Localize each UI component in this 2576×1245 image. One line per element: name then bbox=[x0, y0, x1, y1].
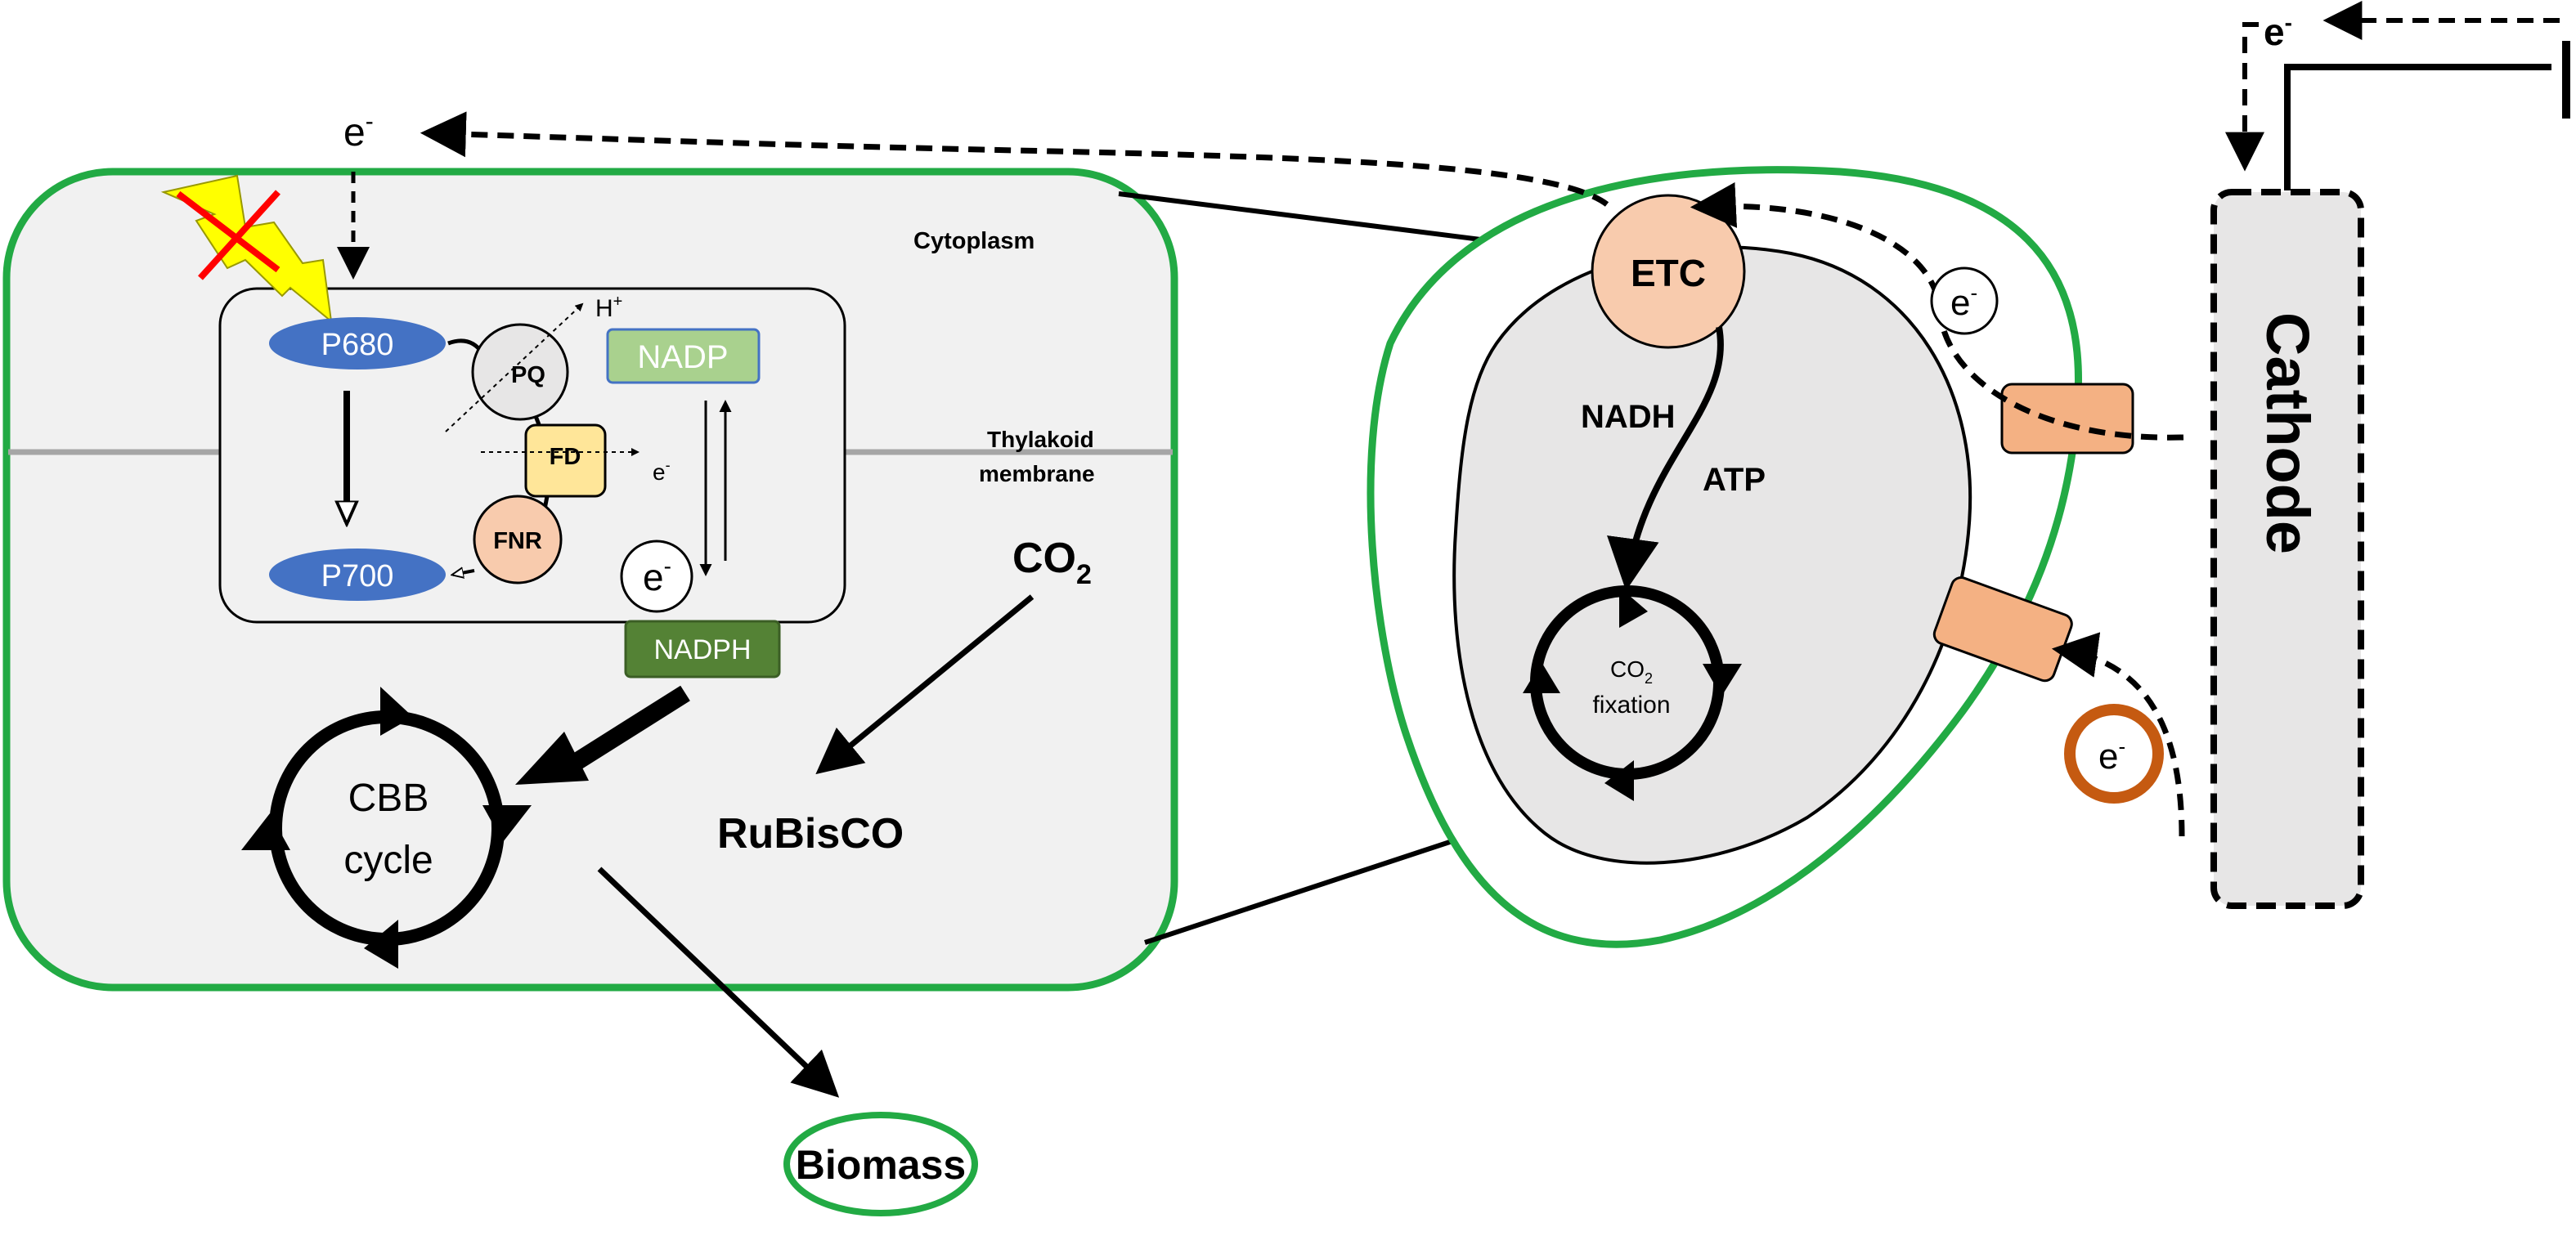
channel-top bbox=[2000, 383, 2134, 455]
etc-electron-out-path bbox=[420, 111, 1609, 207]
nadp-box bbox=[606, 328, 761, 384]
proton-label: H+ bbox=[595, 293, 622, 322]
fixation-cycle-arrow-1 bbox=[1619, 587, 1648, 628]
cytoplasm-label: Cytoplasm bbox=[913, 228, 1034, 254]
cross-icon bbox=[176, 190, 280, 280]
fixation-cycle-arrow-4 bbox=[1523, 662, 1560, 693]
co2-to-rubisco-arrow bbox=[815, 594, 1034, 775]
cathode-label: Cathode bbox=[2254, 312, 2322, 554]
nadph-to-cbb-arrow bbox=[568, 685, 690, 773]
rubisco-label: RuBisCO bbox=[717, 810, 904, 858]
fnr-label: FNR bbox=[493, 528, 542, 554]
fixation-cycle-arrow-2 bbox=[1703, 664, 1742, 696]
cbb-label-2: cycle bbox=[343, 839, 433, 882]
nadp-label: NADP bbox=[637, 339, 728, 375]
pq-node bbox=[471, 323, 569, 421]
etc-node bbox=[1591, 194, 1746, 349]
electron-label-top: e- bbox=[343, 108, 374, 155]
atp-label: ATP bbox=[1703, 462, 1766, 498]
cytosol-region bbox=[1452, 245, 1972, 865]
fnr-node bbox=[473, 495, 563, 584]
p680-label: P680 bbox=[321, 328, 394, 362]
nadh-label: NADH bbox=[1581, 399, 1676, 435]
thylakoid-label-2: membrane bbox=[979, 461, 1095, 486]
proton-arrow bbox=[445, 302, 584, 432]
mediator-electron-path bbox=[2051, 632, 2185, 837]
biomass-label: Biomass bbox=[796, 1142, 966, 1188]
fd-label: FD bbox=[550, 444, 581, 470]
external-electron-label: e- bbox=[2264, 10, 2292, 53]
to-biomass-arrow bbox=[597, 867, 840, 1098]
fd-electron-label: e- bbox=[653, 457, 671, 485]
p700-label: P700 bbox=[321, 559, 394, 593]
etc-label: ETC bbox=[1631, 252, 1706, 294]
fixation-cycle-arrow-3 bbox=[1604, 760, 1634, 801]
external-electron-arrow-down bbox=[2225, 22, 2264, 172]
co2-label: CO2 bbox=[1012, 535, 1092, 590]
mediator-electron-label: e- bbox=[2098, 734, 2125, 777]
cycle-arrows-icon bbox=[241, 687, 532, 969]
pq-label: PQ bbox=[511, 362, 545, 388]
fixation-label: fixation bbox=[1592, 692, 1670, 719]
cathode-wire bbox=[2284, 64, 2551, 190]
electron-bubble-thylakoid bbox=[620, 540, 693, 613]
fnr-to-p700-arrow bbox=[453, 571, 475, 575]
fd-node bbox=[524, 423, 607, 498]
electron-bubble-thylakoid-label: e- bbox=[643, 553, 671, 598]
co2-fixation-label: CO2 bbox=[1610, 656, 1653, 687]
mediator-ring bbox=[2064, 704, 2164, 804]
electron-bubble-right bbox=[1930, 266, 1999, 335]
etc-to-fixation-arrow bbox=[1607, 326, 1724, 591]
p680-node bbox=[269, 317, 446, 369]
p700-node bbox=[269, 549, 446, 601]
nadph-to-cbb-arrowhead bbox=[515, 732, 589, 785]
thylakoid-label-1: Thylakoid bbox=[987, 427, 1094, 452]
nadph-label: NADPH bbox=[653, 634, 751, 665]
cbb-label-1: CBB bbox=[348, 777, 429, 820]
electron-bubble-right-label: e- bbox=[1950, 280, 1977, 323]
cathode-electrode bbox=[2210, 189, 2364, 909]
biomass-node bbox=[783, 1112, 978, 1216]
nadph-box bbox=[624, 620, 781, 678]
